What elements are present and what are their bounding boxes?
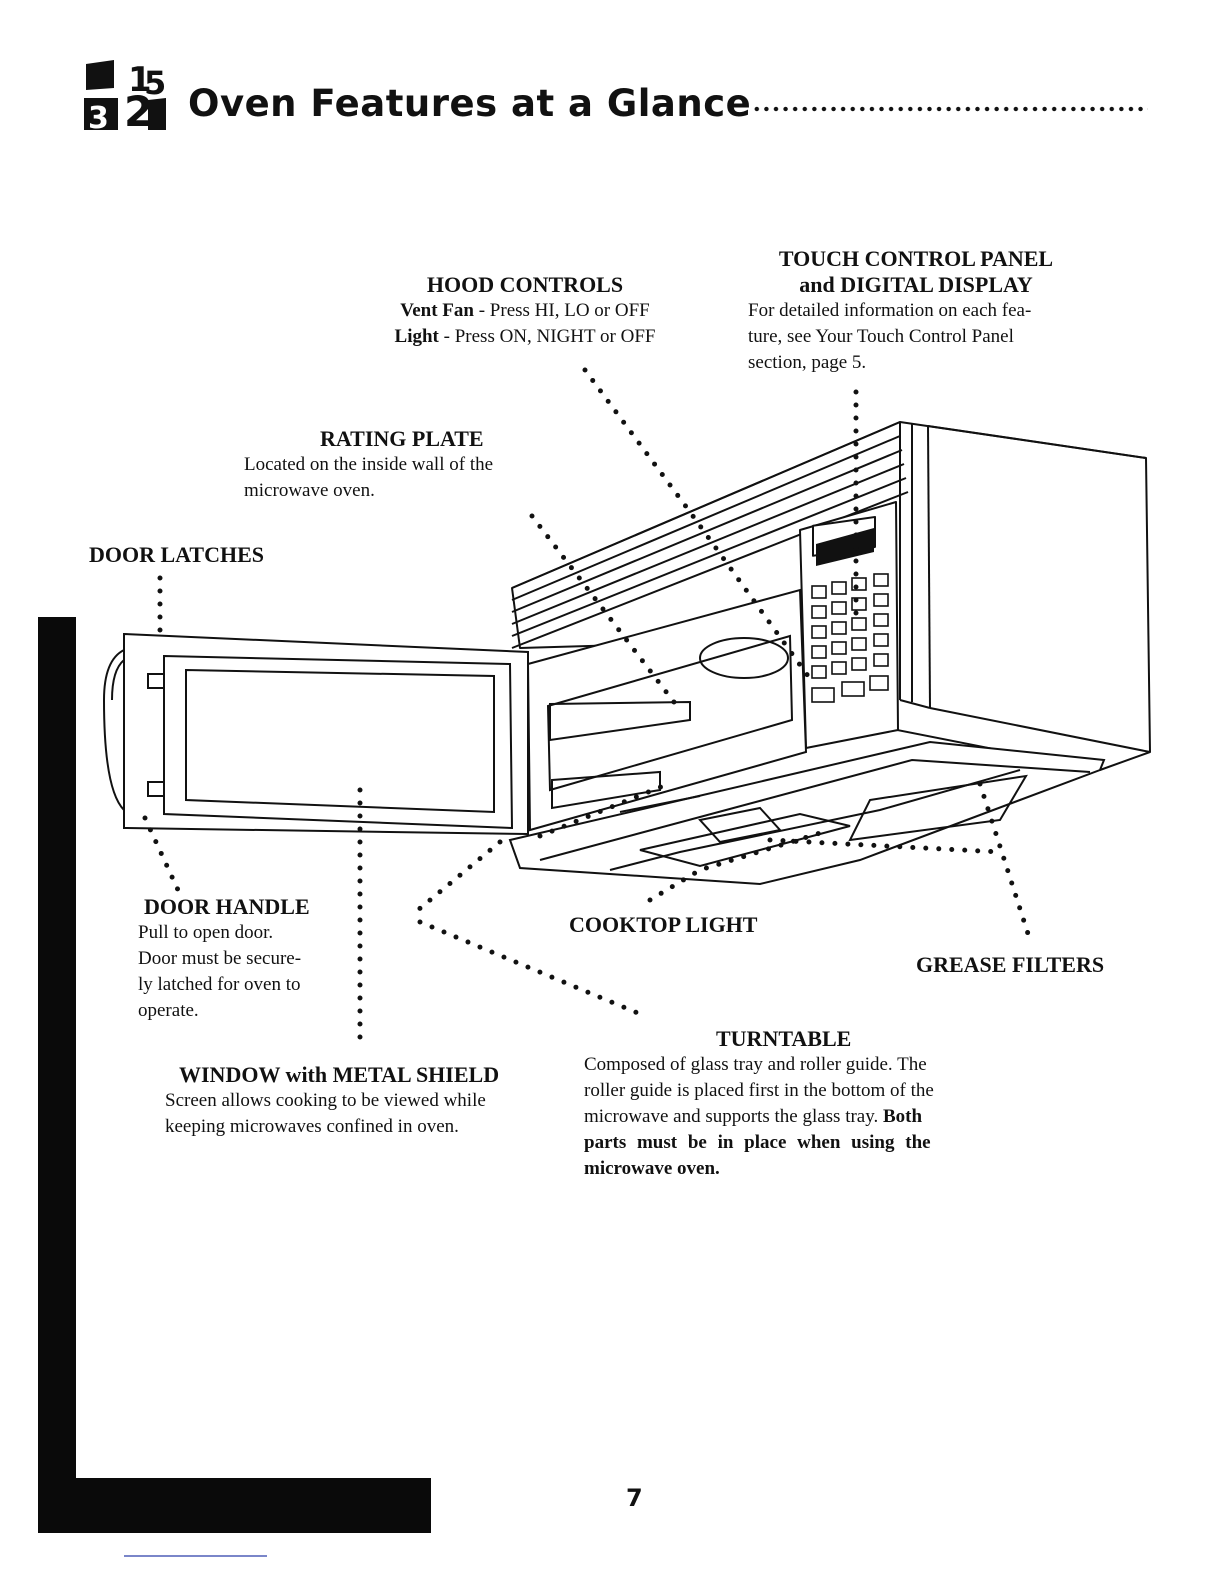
touch-control-line1: For detailed information on each fea- bbox=[748, 300, 1032, 321]
turntable-label: TURNTABLE Composed of glass tray and rol… bbox=[584, 1026, 1004, 1182]
door-latches-heading: DOOR LATCHES bbox=[89, 542, 265, 567]
touch-control-line2: ture, see Your Touch Control Panel bbox=[748, 326, 1014, 347]
grease-filters-label: GREASE FILTERS bbox=[916, 952, 1104, 978]
door-handle-line1: Pull to open door. bbox=[138, 922, 274, 943]
rating-plate-line1: Located on the inside wall of the bbox=[244, 454, 494, 475]
turntable-bold1: Both bbox=[883, 1106, 923, 1127]
hood-controls-heading: HOOD CONTROLS bbox=[426, 272, 624, 297]
title-dot-leader bbox=[752, 104, 1148, 114]
door-handle-line2: Door must be secure- bbox=[138, 948, 302, 969]
rating-plate-heading: RATING PLATE bbox=[320, 426, 484, 451]
turntable-bold2: parts must be in place when using the bbox=[584, 1132, 931, 1153]
window-line2: keeping microwaves confined in oven. bbox=[165, 1116, 459, 1137]
touch-control-heading-line2: and DIGITAL DISPLAY bbox=[799, 272, 1033, 297]
light-label: Light bbox=[394, 326, 439, 347]
door-handle-heading: DOOR HANDLE bbox=[144, 894, 310, 919]
page-number: 7 bbox=[626, 1484, 643, 1512]
turntable-line1: Composed of glass tray and roller guide.… bbox=[584, 1054, 927, 1075]
turntable-line3: microwave and supports the glass tray. bbox=[584, 1106, 879, 1127]
window-heading: WINDOW with METAL SHIELD bbox=[179, 1062, 500, 1087]
vent-fan-label: Vent Fan bbox=[400, 300, 474, 321]
page-title: Oven Features at a Glance bbox=[188, 82, 752, 125]
turntable-heading: TURNTABLE bbox=[716, 1026, 852, 1051]
light-text: - Press ON, NIGHT or OFF bbox=[443, 326, 656, 347]
door-latches-label: DOOR LATCHES bbox=[89, 542, 264, 568]
window-metal-shield-label: WINDOW with METAL SHIELD Screen allows c… bbox=[165, 1062, 555, 1140]
left-black-bar bbox=[38, 617, 76, 1533]
bottom-black-bar bbox=[38, 1478, 431, 1533]
svg-text:5: 5 bbox=[144, 64, 166, 102]
touch-control-line3: section, page 5. bbox=[748, 352, 867, 373]
vent-fan-text: - Press HI, LO or OFF bbox=[478, 300, 650, 321]
footer-rule bbox=[124, 1555, 267, 1557]
door-handle-label: DOOR HANDLE Pull to open door. Door must… bbox=[138, 894, 358, 1024]
touch-control-heading-line1: TOUCH CONTROL PANEL bbox=[778, 246, 1054, 271]
turntable-bold3: microwave oven. bbox=[584, 1158, 720, 1179]
window-line1: Screen allows cooking to be viewed while bbox=[165, 1090, 486, 1111]
cooktop-light-label: COOKTOP LIGHT bbox=[569, 912, 757, 938]
svg-text:1: 1 bbox=[128, 60, 152, 100]
door-handle-line4: operate. bbox=[138, 1000, 199, 1021]
turntable-line2: roller guide is placed first in the bott… bbox=[584, 1080, 934, 1101]
hood-controls-label: HOOD CONTROLS Vent Fan - Press HI, LO or… bbox=[372, 272, 678, 350]
svg-text:3: 3 bbox=[88, 101, 109, 132]
calendar-numbers-icon: 1 5 3 2 bbox=[84, 58, 168, 132]
grease-filters-heading: GREASE FILTERS bbox=[916, 952, 1105, 977]
door-handle-line3: ly latched for oven to bbox=[138, 974, 301, 995]
touch-control-panel-label: TOUCH CONTROL PANEL and DIGITAL DISPLAY … bbox=[748, 246, 1088, 376]
rating-plate-label: RATING PLATE Located on the inside wall … bbox=[244, 426, 584, 504]
cooktop-light-heading: COOKTOP LIGHT bbox=[569, 912, 758, 937]
rating-plate-line2: microwave oven. bbox=[244, 480, 375, 501]
